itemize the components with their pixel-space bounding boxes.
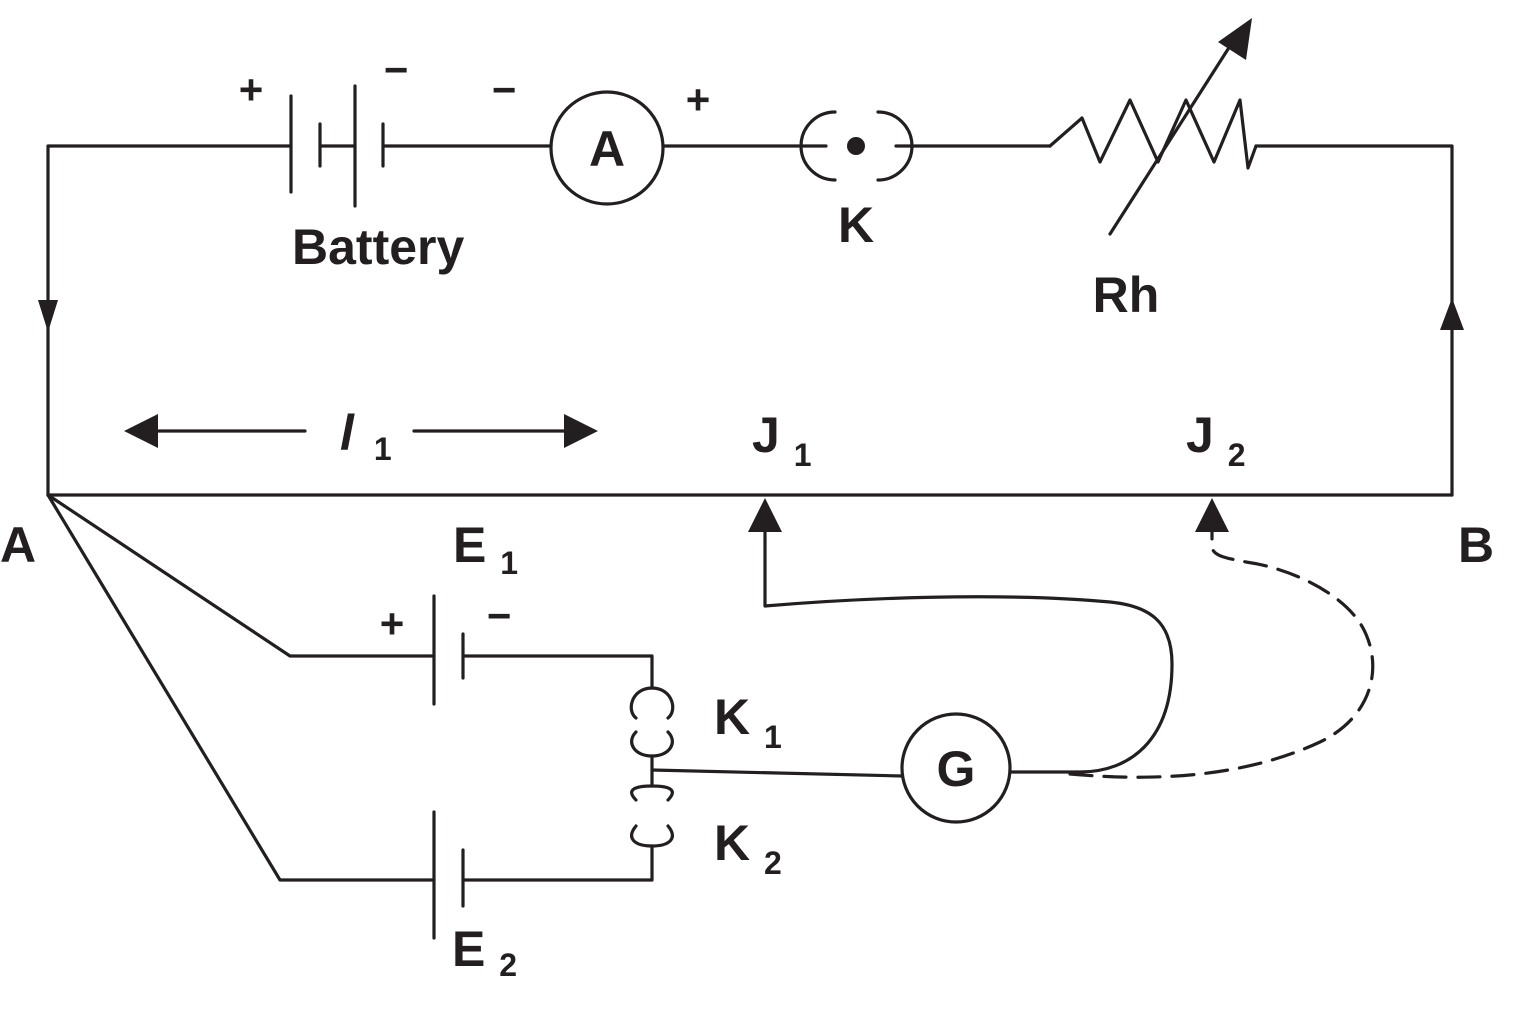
e2-subscript: 2 (499, 947, 517, 983)
galvanometer: G (900, 712, 1012, 824)
wire-a-to-e2 (46, 493, 436, 882)
point-a-label: A (0, 517, 36, 573)
key-k2-bottom-arc (630, 824, 674, 848)
wire-key-galvanometer (650, 768, 904, 778)
battery-plus-sign: + (239, 66, 264, 113)
battery-symbol (289, 84, 385, 208)
primary-circuit: A (38, 18, 1464, 497)
svg-text:K 1: K 1 (714, 689, 782, 755)
svg-text:E 1: E 1 (453, 517, 518, 581)
k2-subscript: 2 (764, 845, 782, 881)
rheostat-arrowhead (1218, 18, 1252, 60)
svg-text:K 2: K 2 (714, 815, 782, 881)
k2-label: K (714, 815, 750, 871)
wire-e1-to-k1 (461, 654, 654, 690)
jockey-j2-wire (1068, 528, 1375, 779)
e1-subscript: 1 (500, 545, 518, 581)
e1-plus-sign: + (380, 600, 405, 647)
length-label: l (340, 405, 355, 461)
two-way-key (629, 686, 675, 848)
key-k2-top-arc (630, 784, 674, 802)
jockey-j2-arrowhead (1195, 498, 1229, 532)
wire-e2-to-k2 (461, 844, 654, 882)
length-indicator: l 1 (124, 405, 598, 467)
j1-subscript: 1 (794, 437, 812, 473)
battery-label: Battery (292, 219, 464, 275)
key-k1-top-arc-right (650, 686, 675, 720)
ammeter-minus-sign: − (492, 66, 517, 113)
k1-subscript: 1 (764, 719, 782, 755)
point-b-label: B (1458, 517, 1494, 573)
length-arrow-right (564, 414, 598, 448)
jockey-j1-arrowhead (748, 498, 782, 532)
length-arrow-left (124, 414, 158, 448)
key-k1-top-arc (629, 686, 654, 720)
length-subscript: 1 (374, 431, 392, 467)
svg-text:J 2: J 2 (1186, 407, 1246, 473)
galvanometer-label: G (937, 741, 976, 797)
rheostat-label: Rh (1093, 267, 1160, 323)
left-wire (46, 144, 293, 497)
secondary-circuit: + − E 1 E 2 K 1 K 2 (46, 493, 1375, 983)
e2-label: E (452, 921, 485, 977)
rheostat-symbol (1048, 18, 1258, 236)
e1-minus-sign: − (487, 592, 512, 639)
svg-text:J 1: J 1 (752, 407, 812, 473)
ammeter-plus-sign: + (686, 76, 711, 123)
j2-label: J (1186, 407, 1214, 463)
e1-label: E (453, 517, 486, 573)
k1-label: K (714, 689, 750, 745)
ammeter: A (549, 90, 665, 206)
ammeter-label: A (589, 121, 625, 177)
jockey-j1-wire (763, 528, 1174, 774)
j2-subscript: 2 (1228, 437, 1246, 473)
j1-label: J (752, 407, 780, 463)
battery-minus-sign: − (384, 46, 409, 93)
svg-text:l 1: l 1 (340, 405, 392, 467)
right-current-arrow (1440, 298, 1464, 330)
wire-a-to-e1 (46, 493, 436, 658)
svg-text:E 2: E 2 (452, 921, 517, 983)
key-k1-bottom-arc (630, 730, 674, 758)
key-label: K (838, 197, 874, 253)
right-wire (1254, 144, 1454, 497)
left-current-arrow (38, 300, 58, 332)
